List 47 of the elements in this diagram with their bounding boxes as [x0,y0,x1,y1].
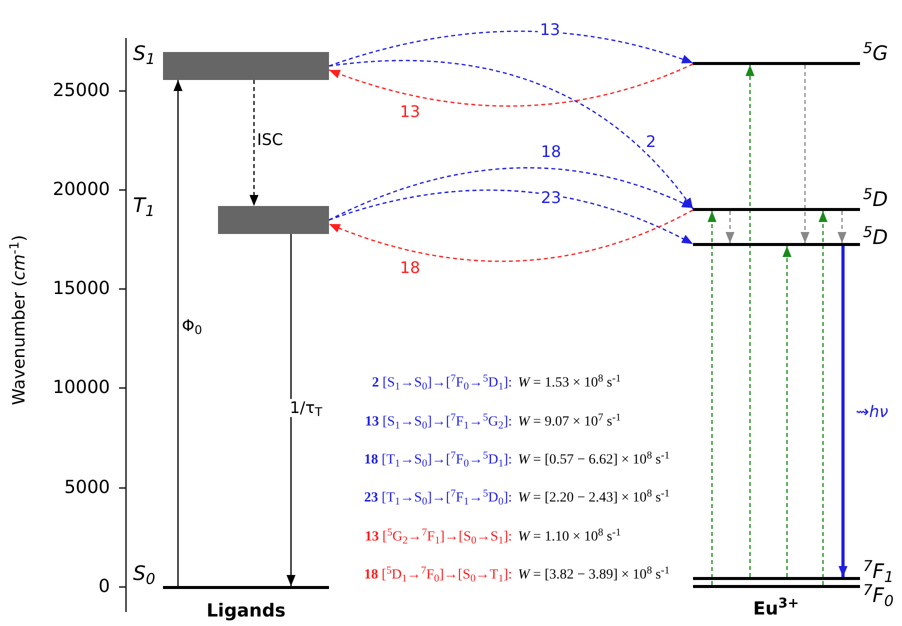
curved-arrow [328,190,694,245]
group-label: Eu$^{3+}$ [753,596,799,622]
rate-formula: W = [2.20 − 2.43] × 10$^{8}$ s$^{-1}$ [518,488,670,508]
edge-label: 1/τ$_{T}$ [288,399,324,417]
arrow [838,246,848,577]
level-label: $^{5}$D [863,224,888,250]
transition-formula: 23 [T$_{1}$→S$_{0}$]→[$^{7}$F$_{1}$→$^{5}$D$_{0}$]: [364,488,512,508]
arrow [818,211,828,585]
level-label: S$_{1}$ [133,40,156,66]
tick-label: 10000 [52,378,110,398]
level-label: $^{5}$G [863,40,888,66]
arrow [726,211,734,243]
rate-formula: W = [0.57 − 6.62] × 10$^{8}$ s$^{-1}$ [518,450,670,470]
arrow [782,246,792,577]
tick-label: 15000 [52,279,110,299]
rate-formula: W = 1.10 × 10$^{8}$ s$^{-1}$ [518,526,621,546]
curved-arrow [328,209,694,262]
level-label: $^{7}$F$_{0}$ [863,582,894,608]
curved-arrow [328,60,694,210]
tick-label: 5000 [64,478,110,498]
rate-formula: W = 9.07 × 10$^{7}$ s$^{-1}$ [518,412,621,432]
transition-formula: 13 [$^{5}$G$_{2}$→$^{7}$F$_{1}$]→[S$_{0}$→S$_{1}$]: [364,526,512,548]
level-label: T$_{1}$ [133,192,155,218]
level-label: $^{7}$F$_{1}$ [863,558,894,584]
level-label: $^{5}$D [863,186,888,212]
curved-arrow [328,167,694,221]
tick-label: 20000 [52,180,110,200]
level-label: S$_{0}$ [133,560,156,586]
rate-formula: W = [3.82 − 3.89] × 10$^{8}$ s$^{-1}$ [518,564,670,584]
transition-formula: 13 [S$_{1}$→S$_{0}$]→[$^{7}$F$_{1}$→$^{5}$G$_{2}$]: [364,412,512,432]
arrow [838,211,846,243]
edge-label: Φ$_{0}$ [180,317,204,335]
arrow [708,211,716,585]
curved-arrow [328,30,694,67]
transition-formula: 2 [S$_{1}$→S$_{0}$]→[$^{7}$F$_{0}$→$^{5}$D$_{1}$]: [372,372,512,394]
transition-formula: 18 [$^{5}$D$_{1}$→$^{7}$F$_{0}$]→[S$_{0}$→T$_{1}$]: [364,564,512,586]
arrow [250,80,258,206]
arrow [746,65,754,577]
curved-arrow [328,63,694,107]
arrow [800,65,810,243]
arrow [286,234,296,586]
arrow [174,80,182,586]
rate-formula: W = 1.53 × 10$^{8}$ s$^{-1}$ [518,372,621,392]
group-label: Ligands [206,600,286,624]
tick-label: 0 [98,577,110,597]
transition-formula: 18 [T$_{1}$→S$_{0}$]→[$^{7}$F$_{0}$→$^{5}$D$_{1}$]: [364,450,512,470]
tick-label: 25000 [52,81,110,101]
